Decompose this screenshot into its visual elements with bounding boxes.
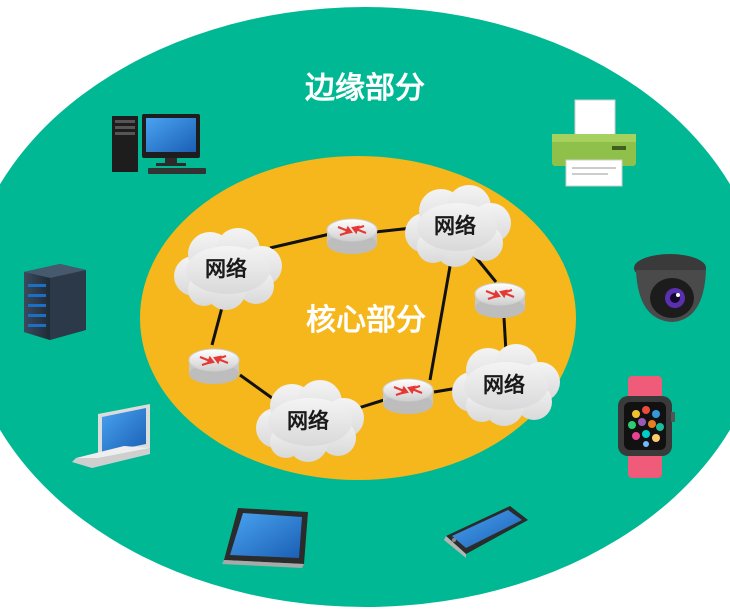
tablet-icon xyxy=(222,508,308,568)
cloud-label: 网络 xyxy=(434,214,476,238)
router-icon xyxy=(382,378,434,414)
router-icon xyxy=(474,282,526,318)
cloud-top-right: 网络 xyxy=(405,185,511,267)
cloud-label: 网络 xyxy=(205,257,247,281)
core-label: 核心部分 xyxy=(306,303,426,338)
laptop-icon xyxy=(72,404,150,468)
cloud-right: 网络 xyxy=(452,344,560,426)
cloud-label: 网络 xyxy=(483,373,525,397)
smartwatch-icon xyxy=(618,376,675,478)
cloud-left: 网络 xyxy=(174,228,282,310)
cloud-label: 网络 xyxy=(287,409,329,433)
edge-label: 边缘部分 xyxy=(305,71,425,106)
printer-icon xyxy=(552,99,636,187)
desktop-computer-icon xyxy=(112,114,206,174)
cloud-bottom: 网络 xyxy=(256,380,364,462)
router-icon xyxy=(326,218,378,254)
security-camera-icon xyxy=(634,254,706,322)
server-icon xyxy=(24,264,86,340)
router-icon xyxy=(188,348,240,384)
smartphone-icon xyxy=(444,506,528,558)
